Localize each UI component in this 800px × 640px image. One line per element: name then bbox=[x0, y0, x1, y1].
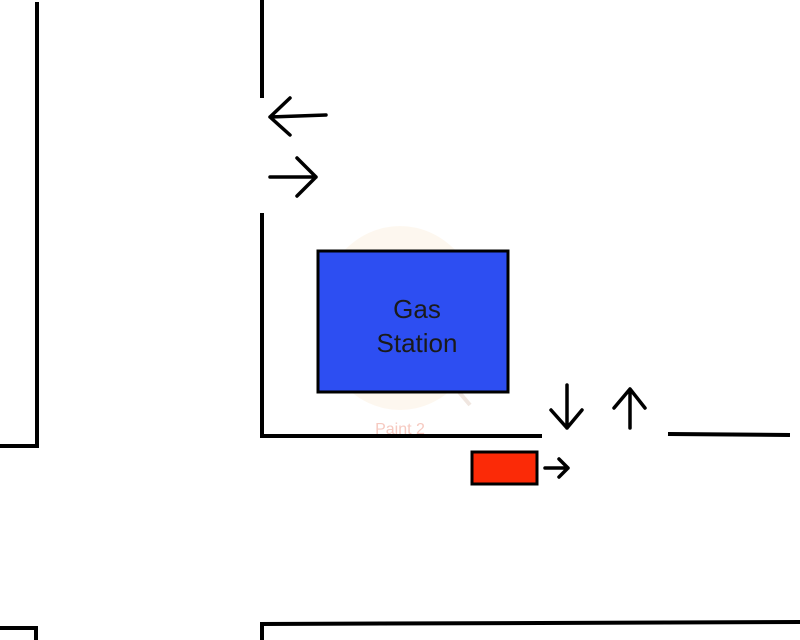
watermark-label: Paint 2 bbox=[375, 421, 425, 438]
car-direction-arrow-icon bbox=[543, 457, 570, 479]
gas-station-building bbox=[316, 249, 510, 394]
car bbox=[470, 450, 539, 486]
gas-station-label-line2: Station bbox=[377, 328, 458, 358]
arrow-down-icon bbox=[549, 383, 584, 430]
arrow-up-icon bbox=[612, 387, 647, 430]
gas-station-label-line1: Gas bbox=[393, 294, 441, 324]
arrow-left-icon bbox=[268, 96, 328, 137]
road-edge-bottom-left-corner bbox=[0, 626, 38, 640]
road-edge-bottom-right bbox=[260, 619, 800, 640]
road-edge-horizontal-right bbox=[667, 431, 791, 438]
arrow-right-icon bbox=[268, 156, 318, 198]
